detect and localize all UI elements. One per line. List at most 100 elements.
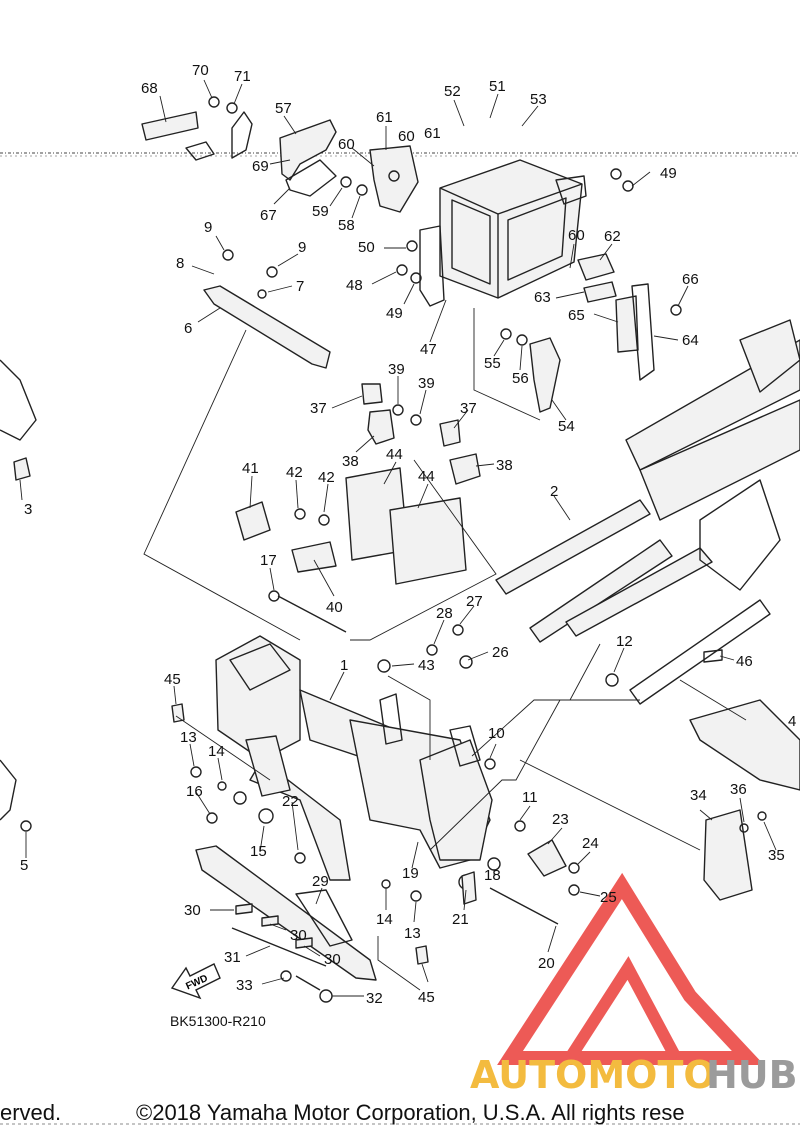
part-number: 39 (388, 361, 405, 378)
part-number: 7 (296, 278, 304, 295)
part-number: 23 (552, 811, 569, 828)
part-number: 67 (260, 207, 277, 224)
part-number: 55 (484, 355, 501, 372)
part-number: 59 (312, 203, 329, 220)
part-number: 61 (424, 125, 441, 142)
part-number: 36 (730, 781, 747, 798)
bracket-group-right (529, 253, 655, 413)
part-number: 16 (186, 783, 203, 800)
part-number: 34 (690, 787, 707, 804)
main-frame (215, 635, 493, 881)
lower-frame-29 (195, 845, 377, 981)
bracket-34 (703, 809, 753, 901)
watermark-logo: AUTOMOTO HUB (470, 872, 798, 1097)
rear-frame (495, 319, 800, 705)
bracket-group-top-left (141, 111, 337, 197)
part-number: 49 (386, 305, 403, 322)
part-number: 10 (488, 725, 505, 742)
part-number: 13 (404, 925, 421, 942)
fwd-arrow: FWD (170, 963, 221, 1000)
part-number: 62 (604, 228, 621, 245)
part-number: 51 (489, 78, 506, 95)
part-number: 30 (324, 951, 341, 968)
part-number: 18 (484, 867, 501, 884)
part-number: 9 (298, 239, 306, 256)
battery-box (419, 159, 587, 307)
reference-lines (143, 308, 747, 991)
leader-lines (19, 79, 777, 997)
part-number: 43 (418, 657, 435, 674)
part-number: 14 (208, 743, 225, 760)
reference-code: BK51300-R210 (170, 1013, 266, 1029)
part-number: 28 (436, 605, 453, 622)
part-number: 50 (358, 239, 375, 256)
part-number: 26 (492, 644, 509, 661)
copyright-notice: ©2018 Yamaha Motor Corporation, U.S.A. A… (136, 1100, 685, 1125)
part-number: 9 (204, 219, 212, 236)
part-number: 8 (176, 255, 184, 272)
part-number: 30 (184, 902, 201, 919)
part-number: 40 (326, 599, 343, 616)
fasteners (171, 96, 767, 1003)
part-number: 39 (418, 375, 435, 392)
part-number: 70 (192, 62, 209, 79)
part-number: 38 (342, 453, 359, 470)
part-number: 13 (180, 729, 197, 746)
part-number: 68 (141, 80, 158, 97)
part-number: 52 (444, 83, 461, 100)
part-labels: 70 71 68 57 52 51 53 61 60 60 61 69 67 5… (20, 62, 796, 1007)
part-number: 69 (252, 158, 269, 175)
part-number: 30 (290, 927, 307, 944)
part-number: 53 (530, 91, 547, 108)
part-number: 31 (224, 949, 241, 966)
part-number: 25 (600, 889, 617, 906)
part-number: 54 (558, 418, 575, 435)
part-number: 6 (184, 320, 192, 337)
part-number: 49 (660, 165, 677, 182)
part-number: 41 (242, 460, 259, 477)
part-number: 65 (568, 307, 585, 324)
part-number: 45 (164, 671, 181, 688)
part-number: 46 (736, 653, 753, 670)
part-number: 27 (466, 593, 483, 610)
part-number: 35 (768, 847, 785, 864)
part-number: 45 (418, 989, 435, 1006)
part-number: 15 (250, 843, 267, 860)
copyright-left-fragment: erved. (0, 1100, 61, 1125)
part-number: 64 (682, 332, 699, 349)
part-number: 71 (234, 68, 251, 85)
part-number: 3 (24, 501, 32, 518)
part-number: 14 (376, 911, 393, 928)
part-number: 60 (398, 128, 415, 145)
part-number: 32 (366, 990, 383, 1007)
part-number: 4 (788, 713, 796, 730)
part-number: 61 (376, 109, 393, 126)
part-number: 58 (338, 217, 355, 234)
bracket-4 (689, 699, 800, 791)
part-number: 66 (682, 271, 699, 288)
part-number: 42 (286, 464, 303, 481)
part-number: 44 (386, 446, 403, 463)
part-number: 57 (275, 100, 292, 117)
part-number: 11 (522, 789, 538, 806)
part-number: 60 (568, 227, 585, 244)
part-number: 37 (460, 400, 477, 417)
part-number: 24 (582, 835, 599, 852)
part-number: 38 (496, 457, 513, 474)
bar-6 (203, 285, 331, 369)
bracket-61 (369, 145, 419, 213)
part-number: 17 (260, 552, 277, 569)
part-number: 60 (338, 136, 355, 153)
bracket-group-middle (235, 383, 481, 585)
part-number: 2 (550, 483, 558, 500)
watermark-text-2: HUB (706, 1053, 798, 1097)
part-number: 37 (310, 400, 327, 417)
part-number: 44 (418, 468, 435, 485)
part-number: 63 (534, 289, 551, 306)
part-number: 1 (340, 657, 348, 674)
partial-parts-left (0, 359, 37, 832)
part-number: 48 (346, 277, 363, 294)
part-number: 33 (236, 977, 253, 994)
part-number: 12 (616, 633, 633, 650)
